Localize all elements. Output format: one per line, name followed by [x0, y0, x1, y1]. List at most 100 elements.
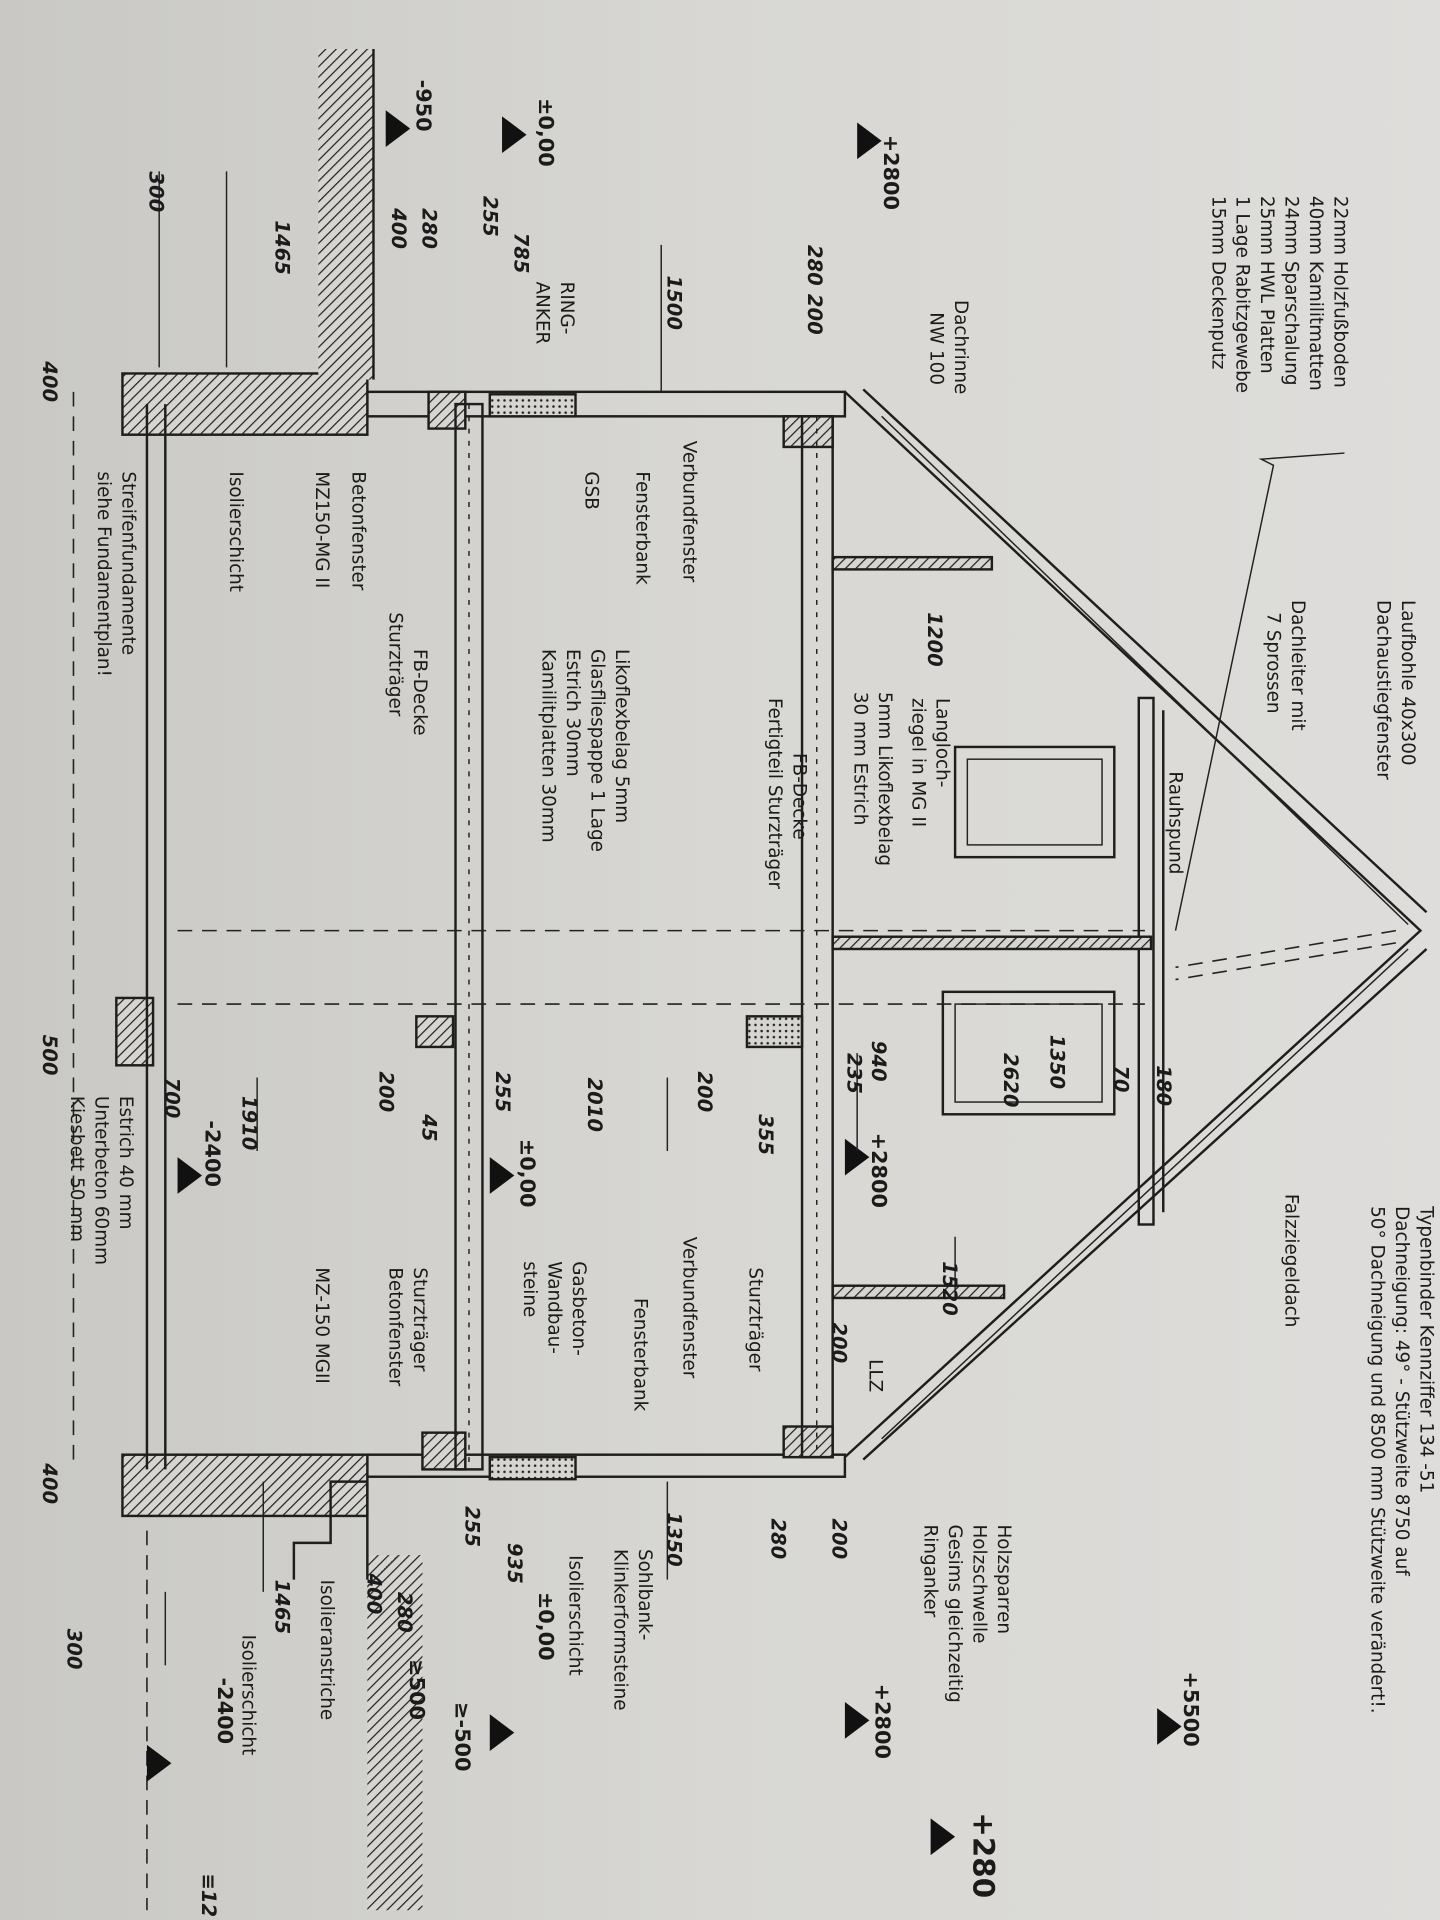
label-sturztraeger-lower: Sturzträger: [409, 1267, 430, 1372]
label-kiesbett: Kiesbett 50 mm: [66, 1096, 87, 1242]
label-falzziegeldach: Falzziegeldach: [1281, 1194, 1302, 1328]
dim-label: 940: [867, 1041, 890, 1082]
label-verbundfenster-right: Verbundfenster: [678, 1237, 699, 1379]
dim-label: 300: [62, 1629, 85, 1670]
dim-label: 1200: [923, 612, 946, 667]
dim-label: 200: [828, 1322, 851, 1363]
roof-layer: 40mm Kamilitmatten: [1305, 196, 1326, 391]
label-isolieranstriche: Isolieranstriche: [316, 1580, 337, 1721]
level-label: ±0,00: [534, 98, 558, 167]
label-laufbohle: Laufbohle 40x300: [1397, 600, 1418, 766]
level-label: +2800: [871, 1684, 895, 1759]
dim-label: 1465: [271, 220, 294, 274]
dim-label: 255: [460, 1506, 483, 1547]
dim-label: 1910: [237, 1096, 260, 1151]
level-marker-icon: [489, 1714, 515, 1752]
level-marker-icon: [385, 110, 411, 147]
dim-label: 255: [479, 196, 502, 237]
level-marker-icon: [146, 1744, 172, 1782]
roof-layer: 22mm Holzfußboden: [1330, 196, 1351, 388]
roof-layer: 25mm HWL Platten: [1256, 196, 1277, 374]
level-marker-icon: [177, 1157, 203, 1194]
label-dachrinne: Dachrinne: [950, 300, 971, 394]
level-labels: +2800 ±0,00 -950 +2800 ±0,00 -2400 +5500…: [201, 80, 1203, 1899]
label-isolierschicht-right: Isolierschicht: [564, 1555, 585, 1676]
label-dachaustiegfenster: Dachaustiegfenster: [1373, 600, 1394, 780]
label-verbundfenster: Verbundfenster: [678, 441, 699, 583]
dim-label: 280: [803, 245, 826, 286]
label-langlochziegel: Langloch-: [932, 698, 953, 787]
dim-label: 355: [754, 1114, 777, 1155]
dim-label: 200: [693, 1071, 716, 1112]
label-mz150: MZ150-MG II: [311, 471, 332, 588]
label-estrich: 30 mm Estrich: [850, 692, 871, 826]
label-estrich-40: Estrich 40 mm: [115, 1096, 136, 1230]
dim-label: 300: [144, 171, 167, 212]
walls: [115, 372, 1145, 1518]
label-isolierschicht: Isolierschicht: [225, 471, 246, 592]
label-holzsparren: Holzsparren: [993, 1524, 1014, 1634]
label-ringanker-2: ANKER: [531, 282, 552, 345]
roof-layer: 15mm Deckenputz: [1207, 196, 1228, 370]
level-label: -950: [411, 80, 435, 132]
label-gasbeton-3: steine: [519, 1261, 540, 1317]
dim-label: 1500: [662, 276, 685, 330]
label-betonfenster: Betonfenster: [348, 471, 369, 590]
dim-label: 235: [842, 1053, 865, 1094]
dimension-labels: 1500 1465 300 280 200 255 785 400 280 40…: [38, 171, 1175, 1917]
dim-label: 1465: [271, 1580, 294, 1635]
dim-label: 45: [417, 1113, 440, 1141]
label-betonfenster-right: Betonfenster: [384, 1267, 405, 1386]
dim-label: 1350: [662, 1512, 685, 1567]
label-isolierschicht-level: ±0,00: [534, 1592, 558, 1661]
level-label: ±0,00: [515, 1139, 539, 1208]
dim-label: 1520: [938, 1261, 961, 1316]
dim-label: 935: [503, 1543, 526, 1584]
label-langlochziegel-mg: ziegel in MG II: [907, 698, 928, 827]
level-label: +280: [966, 1812, 1000, 1898]
right-labels: Holzsparren Holzschwelle Gesims gleichze…: [66, 1096, 1014, 1755]
label-klinkerformsteine: Klinkerformsteine: [610, 1549, 631, 1711]
dim-label: 255: [491, 1071, 514, 1112]
label-sturztraeger-upper: Sturzträger: [744, 1267, 765, 1372]
level-marker-icon: [844, 1138, 870, 1176]
dim-label: 70: [1109, 1065, 1132, 1092]
label-dachrinne-nw: NW 100: [926, 312, 947, 385]
dim-label: 280: [766, 1518, 789, 1559]
level-marker-icon: [1157, 1708, 1182, 1745]
label-isolierschicht-lower-level: -2400: [213, 1678, 237, 1745]
label-dachneigung: Dachneigung: 49° - Stützweite 8750 auf: [1391, 1206, 1412, 1576]
dim-label: 400: [387, 207, 410, 249]
label-gesims: Gesims gleichzeitig: [944, 1524, 965, 1702]
label-typenbinder: Typenbinder Kennziffer 134 -51: [1415, 1205, 1436, 1493]
label-mz150-right: MZ-150 MGII: [311, 1267, 332, 1383]
label-fertigteil-sturztraeger: Fertigteil Sturzträger: [764, 698, 785, 890]
roof-layer: 24mm Sparschalung: [1281, 196, 1302, 386]
level-label: +2800: [879, 135, 903, 210]
dim-label: 500: [38, 1035, 61, 1076]
label-floor-layer: Glasfliespappe 1 Lage: [586, 649, 607, 852]
label-fb-decke-2: FB-Decke: [409, 649, 430, 736]
level-marker-icon: [844, 1702, 870, 1739]
label-fensterbank-right: Fensterbank: [629, 1298, 650, 1412]
dim-label: 1350: [1046, 1035, 1069, 1090]
label-sprossen: 7 Sprossen: [1262, 612, 1283, 713]
dim-label: 280: [417, 208, 440, 249]
label-floor-layer: Estrich 30mm: [562, 649, 583, 777]
level-label: ≥500: [405, 1659, 429, 1720]
dim-label: 400: [362, 1572, 385, 1614]
top-labels: Laufbohle 40x300 Dachaustiegfenster Dach…: [1164, 600, 1436, 1714]
label-rauhspund: Rauhspund: [1164, 771, 1185, 874]
label-floor-layer: Kamilitplatten 30mm: [537, 649, 558, 843]
dim-label: 180: [1152, 1065, 1175, 1106]
dim-label: 785: [509, 233, 532, 274]
dim-label: 200: [828, 1518, 851, 1559]
dim-label: 200: [375, 1071, 398, 1112]
label-holzschwelle: Holzschwelle: [968, 1524, 989, 1643]
label-gsb: GSB: [580, 471, 601, 509]
dim-label: 400: [38, 360, 61, 402]
roof-layer-list: 22mm Holzfußboden 40mm Kamilitmatten 24m…: [1174, 196, 1351, 931]
level-label: ≥-500: [451, 1702, 475, 1771]
dimension-lines: [158, 171, 956, 1666]
